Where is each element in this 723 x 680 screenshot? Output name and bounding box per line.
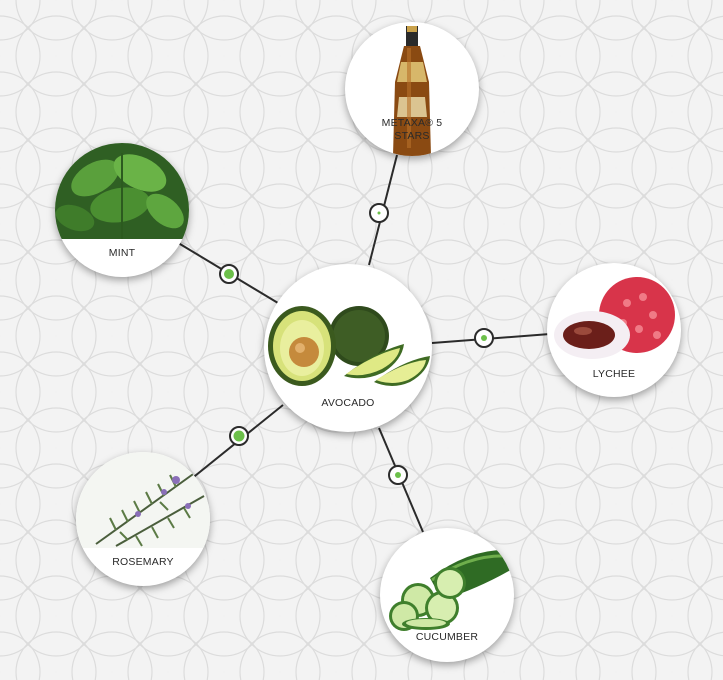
pairing-dot-lychee[interactable]	[474, 328, 494, 348]
pairing-dot-rosemary[interactable]	[229, 426, 249, 446]
metaxa-bottle-image	[393, 26, 431, 156]
node-label-rosemary: ROSEMARY	[112, 556, 174, 568]
cucumber-slices-image	[389, 549, 514, 631]
rosemary-sprig-image	[76, 452, 210, 548]
node-label-lychee: LYCHEE	[592, 368, 636, 380]
node-label-avocado: AVOCADO	[321, 397, 375, 409]
node-metaxa[interactable]: METAXA® 5 STARS	[345, 22, 479, 156]
mint-leaves-image	[55, 143, 189, 239]
node-label-mint: MINT	[108, 247, 136, 259]
avocado-image	[268, 306, 430, 386]
node-mint[interactable]: MINT	[55, 143, 189, 277]
node-rosemary[interactable]: ROSEMARY	[76, 452, 210, 586]
node-label-metaxa: METAXA® 5 STARS	[381, 117, 443, 142]
node-lychee[interactable]: LYCHEE	[547, 263, 681, 397]
node-center-avocado[interactable]: AVOCADO	[264, 264, 432, 432]
lychee-fruit-image	[554, 277, 675, 359]
node-cucumber[interactable]: CUCUMBER	[380, 528, 514, 662]
node-label-cucumber: CUCUMBER	[415, 631, 479, 643]
pairing-dot-metaxa[interactable]	[369, 203, 389, 223]
pairing-dot-cucumber[interactable]	[388, 465, 408, 485]
pairing-dot-mint[interactable]	[219, 264, 239, 284]
